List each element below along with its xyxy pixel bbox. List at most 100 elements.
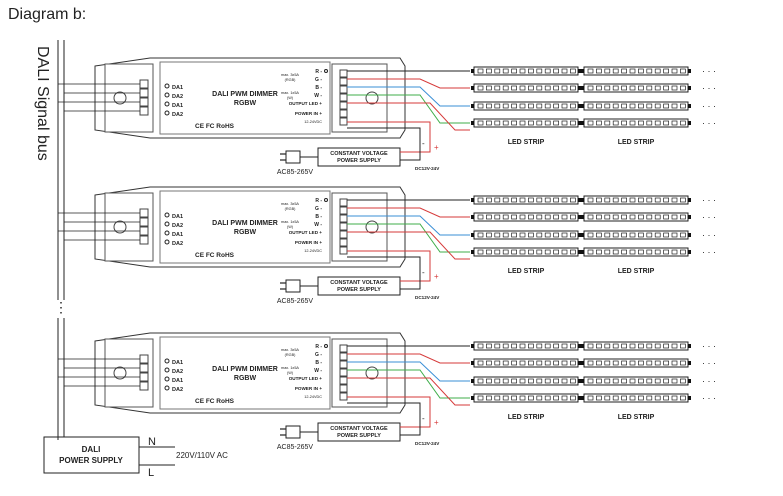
dimmer-model: RGBW	[234, 375, 257, 382]
led-chip	[502, 120, 509, 126]
led-chip	[536, 378, 543, 384]
led-chip	[494, 343, 501, 349]
led-chip	[511, 343, 517, 349]
led-strip-end	[688, 198, 691, 202]
led-chip	[663, 103, 669, 109]
led-chip	[570, 378, 576, 384]
led-chip	[596, 395, 602, 401]
led-strip-end	[578, 250, 581, 254]
led-chip	[536, 120, 543, 126]
output-label: R -	[315, 198, 322, 204]
led-strip-end	[688, 215, 691, 219]
led-chip	[477, 395, 484, 401]
input-label: DA1	[172, 214, 183, 220]
led-plus-wire	[347, 377, 470, 406]
dimmer-model: RGBW	[234, 229, 257, 236]
output-wire	[347, 86, 470, 107]
led-plus-wire	[347, 231, 470, 260]
mount-screw-icon	[113, 220, 127, 234]
led-chip	[604, 343, 611, 349]
led-strip	[581, 195, 691, 205]
led-strip-end	[471, 344, 474, 348]
led-chip	[638, 103, 644, 109]
led-chip	[671, 395, 678, 401]
input-label: DA2	[172, 241, 183, 247]
led-strip-end	[578, 86, 581, 90]
continuation-dots: · · ·	[702, 212, 716, 222]
led-chip	[621, 232, 627, 238]
led-chip	[519, 395, 526, 401]
led-strip-end	[581, 233, 584, 237]
led-strip-end	[471, 250, 474, 254]
led-chip	[680, 249, 686, 255]
output-spec: max. 1x5A	[281, 91, 299, 95]
led-chip	[629, 232, 636, 238]
led-chip	[629, 214, 636, 220]
led-strip-end	[581, 396, 584, 400]
led-chip	[680, 214, 686, 220]
output-spec: (RGB)	[285, 207, 296, 211]
led-chip	[654, 343, 661, 349]
dimmer-name: DALI PWM DIMMER	[212, 366, 278, 373]
led-chip	[621, 197, 627, 203]
output-terminal	[339, 384, 348, 393]
dali-psu-label: DALI	[82, 445, 101, 454]
led-chip	[494, 85, 501, 91]
led-chip	[680, 120, 686, 126]
led-chip	[477, 214, 484, 220]
output-terminal	[339, 109, 348, 118]
output-spec: max. 3x5A	[281, 73, 299, 77]
input-terminal	[139, 97, 149, 107]
led-chip	[511, 360, 517, 366]
input-label: DA2	[172, 223, 183, 229]
led-chip	[486, 249, 492, 255]
led-chip	[638, 378, 644, 384]
led-chip	[680, 343, 686, 349]
cert-marks: CE FC RoHS	[195, 252, 235, 259]
led-chip	[528, 85, 534, 91]
output-wire	[347, 353, 470, 364]
led-strip	[471, 341, 581, 351]
led-chip	[519, 343, 526, 349]
led-chip	[536, 232, 543, 238]
input-terminal	[139, 354, 149, 364]
led-chip	[544, 85, 551, 91]
output-terminal	[339, 238, 348, 247]
input-dot	[164, 376, 170, 382]
label-panel	[159, 190, 331, 264]
led-chip	[561, 249, 568, 255]
continuation-dots: · · ·	[702, 341, 716, 351]
output-terminal	[339, 230, 348, 239]
led-chip	[621, 120, 627, 126]
led-chip	[477, 343, 484, 349]
led-chip	[553, 232, 559, 238]
led-chip	[494, 68, 501, 74]
cert-marks: CE FC RoHS	[195, 123, 235, 130]
led-chip	[519, 214, 526, 220]
led-strip	[581, 358, 691, 368]
led-strip-end	[581, 121, 584, 125]
output-terminal	[339, 392, 348, 401]
led-chip	[528, 360, 534, 366]
led-chip	[654, 85, 661, 91]
output-wire	[347, 215, 470, 236]
led-chip	[638, 249, 644, 255]
led-chip	[544, 232, 551, 238]
led-strip	[581, 212, 691, 222]
output-wire	[347, 223, 470, 253]
output-spec: (W)	[287, 225, 294, 229]
led-chip	[671, 360, 678, 366]
led-strip-label: LED STRIP	[508, 139, 545, 146]
led-strip-end	[471, 69, 474, 73]
led-chip	[536, 68, 543, 74]
led-strip-end	[581, 104, 584, 108]
led-strip-end	[578, 396, 581, 400]
led-chip	[671, 68, 678, 74]
diagram-title: Diagram b:	[8, 6, 87, 23]
led-chip	[570, 68, 576, 74]
led-chip	[553, 378, 559, 384]
led-chip	[629, 360, 636, 366]
led-chip	[528, 343, 534, 349]
led-chip	[570, 120, 576, 126]
